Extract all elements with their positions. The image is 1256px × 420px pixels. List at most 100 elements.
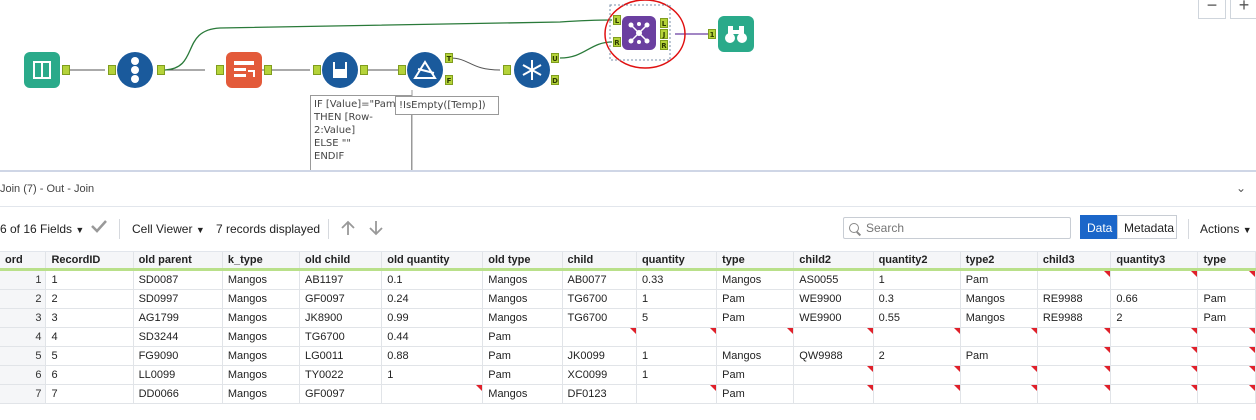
table-cell[interactable] xyxy=(1037,346,1112,366)
collapse-chevron-icon[interactable]: ⌄ xyxy=(1235,181,1246,195)
table-cell[interactable]: Mangos xyxy=(482,289,563,309)
table-cell[interactable]: 7 xyxy=(45,384,134,404)
table-cell[interactable]: Mangos xyxy=(222,327,301,347)
table-cell[interactable] xyxy=(873,384,961,404)
table-cell[interactable]: FG9090 xyxy=(133,346,223,366)
table-cell[interactable]: Pam xyxy=(960,346,1038,366)
table-cell[interactable]: Mangos xyxy=(960,308,1038,328)
output-anchor[interactable] xyxy=(62,65,70,75)
duplicate-anchor[interactable]: D xyxy=(551,75,559,85)
browse-input-anchor[interactable]: 1 xyxy=(708,29,716,39)
column-header[interactable]: child3 xyxy=(1037,252,1112,271)
join-left-output-anchor[interactable]: L xyxy=(660,18,668,28)
table-cell[interactable]: 2 xyxy=(45,289,134,309)
arrow-down-icon[interactable] xyxy=(367,219,385,240)
table-cell[interactable] xyxy=(1197,269,1256,290)
table-cell[interactable]: 0.24 xyxy=(381,289,484,309)
cell-viewer-dropdown[interactable]: Cell Viewer ▼ xyxy=(132,222,205,236)
output-anchor[interactable] xyxy=(264,65,272,75)
table-cell[interactable]: WE9900 xyxy=(793,289,874,309)
table-cell[interactable]: DF0123 xyxy=(562,384,637,404)
table-cell[interactable]: AB1197 xyxy=(299,269,383,290)
table-cell[interactable]: Pam xyxy=(1197,289,1256,309)
table-cell[interactable]: Pam xyxy=(716,384,795,404)
metadata-tab-button[interactable]: Metadata xyxy=(1117,215,1177,239)
table-cell[interactable]: 0.44 xyxy=(381,327,484,347)
table-cell[interactable] xyxy=(381,384,484,404)
table-cell[interactable]: TG6700 xyxy=(299,327,383,347)
column-header[interactable]: quantity2 xyxy=(873,252,961,271)
table-cell[interactable] xyxy=(1110,269,1199,290)
table-cell[interactable] xyxy=(960,384,1038,404)
table-cell[interactable] xyxy=(1197,365,1256,385)
table-cell[interactable]: 5 xyxy=(636,308,718,328)
column-header[interactable]: type xyxy=(1197,252,1256,271)
table-cell[interactable]: Pam xyxy=(482,327,563,347)
column-header[interactable]: k_type xyxy=(222,252,301,271)
row-number[interactable]: 4 xyxy=(0,327,47,347)
table-cell[interactable]: 1 xyxy=(636,289,718,309)
transpose-tool[interactable] xyxy=(514,52,550,88)
column-header[interactable]: quantity xyxy=(636,252,718,271)
arrow-up-icon[interactable] xyxy=(339,219,357,240)
table-cell[interactable] xyxy=(793,365,874,385)
column-header[interactable]: RecordID xyxy=(45,252,134,271)
input-anchor[interactable] xyxy=(216,65,224,75)
table-cell[interactable]: SD0997 xyxy=(133,289,223,309)
false-anchor[interactable]: F xyxy=(445,75,453,85)
table-cell[interactable] xyxy=(1197,384,1256,404)
table-cell[interactable]: Pam xyxy=(482,365,563,385)
table-cell[interactable]: Mangos xyxy=(482,384,563,404)
table-cell[interactable]: 1 xyxy=(636,346,718,366)
table-cell[interactable] xyxy=(960,365,1038,385)
column-header[interactable]: quantity3 xyxy=(1110,252,1199,271)
table-cell[interactable]: Mangos xyxy=(482,269,563,290)
table-cell[interactable]: 0.99 xyxy=(381,308,484,328)
table-cell[interactable]: Mangos xyxy=(222,289,301,309)
table-cell[interactable] xyxy=(873,365,961,385)
browse-tool[interactable] xyxy=(718,16,754,52)
table-cell[interactable] xyxy=(1037,384,1112,404)
table-cell[interactable]: WE9900 xyxy=(793,308,874,328)
table-cell[interactable] xyxy=(960,327,1038,347)
table-cell[interactable] xyxy=(1037,365,1112,385)
fields-selector[interactable]: 6 of 16 Fields ▼ xyxy=(0,222,84,236)
table-cell[interactable]: 0.1 xyxy=(381,269,484,290)
table-cell[interactable]: GF0097 xyxy=(299,384,383,404)
output-anchor[interactable] xyxy=(157,65,165,75)
right-input-anchor[interactable]: R xyxy=(613,37,621,47)
table-cell[interactable]: Mangos xyxy=(222,269,301,290)
table-cell[interactable]: 0.55 xyxy=(873,308,961,328)
table-cell[interactable]: GF0097 xyxy=(299,289,383,309)
row-number[interactable]: 3 xyxy=(0,308,47,328)
table-cell[interactable]: JK0099 xyxy=(562,346,637,366)
table-cell[interactable]: DD0066 xyxy=(133,384,223,404)
table-cell[interactable]: TG6700 xyxy=(562,308,637,328)
column-header[interactable]: old child xyxy=(299,252,383,271)
table-cell[interactable]: Pam xyxy=(716,308,795,328)
column-header[interactable]: old quantity xyxy=(381,252,484,271)
table-cell[interactable]: 3 xyxy=(45,308,134,328)
search-input[interactable] xyxy=(843,217,1071,239)
table-cell[interactable]: Pam xyxy=(716,289,795,309)
table-cell[interactable]: Mangos xyxy=(222,365,301,385)
table-cell[interactable] xyxy=(1110,365,1199,385)
zoom-in-button[interactable]: + xyxy=(1230,0,1256,19)
table-cell[interactable]: 0.33 xyxy=(636,269,718,290)
row-number[interactable]: 2 xyxy=(0,289,47,309)
table-cell[interactable]: 1 xyxy=(381,365,484,385)
column-header[interactable]: type2 xyxy=(960,252,1038,271)
table-cell[interactable]: 1 xyxy=(636,365,718,385)
multi-row-formula-tool[interactable] xyxy=(322,52,358,88)
table-cell[interactable]: TG6700 xyxy=(562,289,637,309)
table-cell[interactable] xyxy=(873,327,961,347)
input-anchor[interactable] xyxy=(108,65,116,75)
table-cell[interactable]: Pam xyxy=(960,269,1038,290)
table-cell[interactable]: RE9988 xyxy=(1037,289,1112,309)
table-cell[interactable] xyxy=(636,384,718,404)
